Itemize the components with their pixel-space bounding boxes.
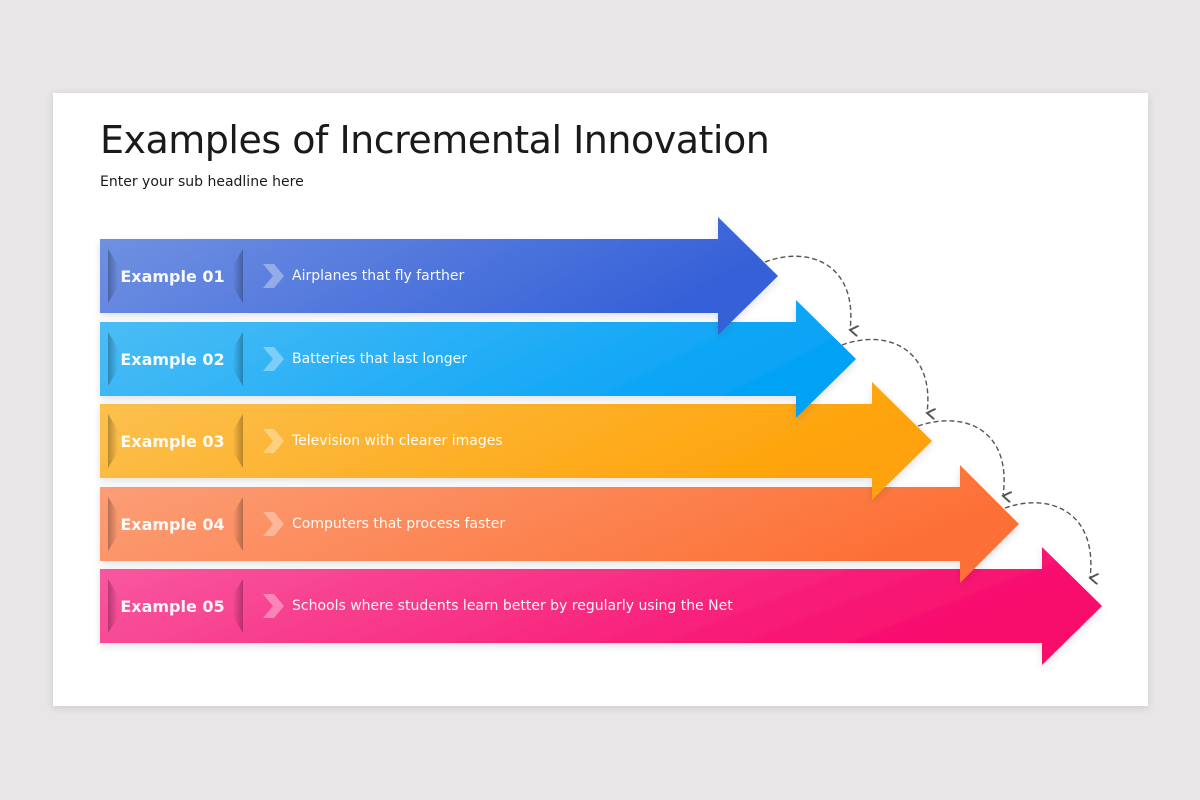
page-subtitle: Enter your sub headline here [100,174,304,190]
arrow-row-1 [100,217,778,335]
row-text: Computers that process faster [292,516,506,532]
connector-3-4-icon [917,420,1004,496]
chevron-right-icon [260,404,286,478]
arrow-row-2 [100,300,856,418]
connector-4-5-icon [1004,502,1091,578]
row-text: Television with clearer images [292,433,503,449]
row-text: Batteries that last longer [292,351,467,367]
chevron-right-icon [260,239,286,313]
connector-2-3-icon [841,338,928,413]
row-label: Example 03 [120,431,225,451]
row-label: Example 02 [120,349,225,369]
connector-1-2-icon [764,255,851,330]
row-text: Schools where students learn better by r… [292,598,733,614]
arrow-row-5 [100,547,1102,665]
arrow-row-4 [100,465,1019,583]
row-label: Example 05 [120,596,225,616]
arrow-row-3 [100,382,932,500]
row-label: Example 04 [120,514,225,534]
chevron-right-icon [260,487,286,561]
page-title: Examples of Incremental Innovation [100,118,770,162]
row-text: Airplanes that fly farther [292,268,465,284]
chevron-right-icon [260,569,286,643]
row-label: Example 01 [120,266,225,286]
chevron-right-icon [260,322,286,396]
